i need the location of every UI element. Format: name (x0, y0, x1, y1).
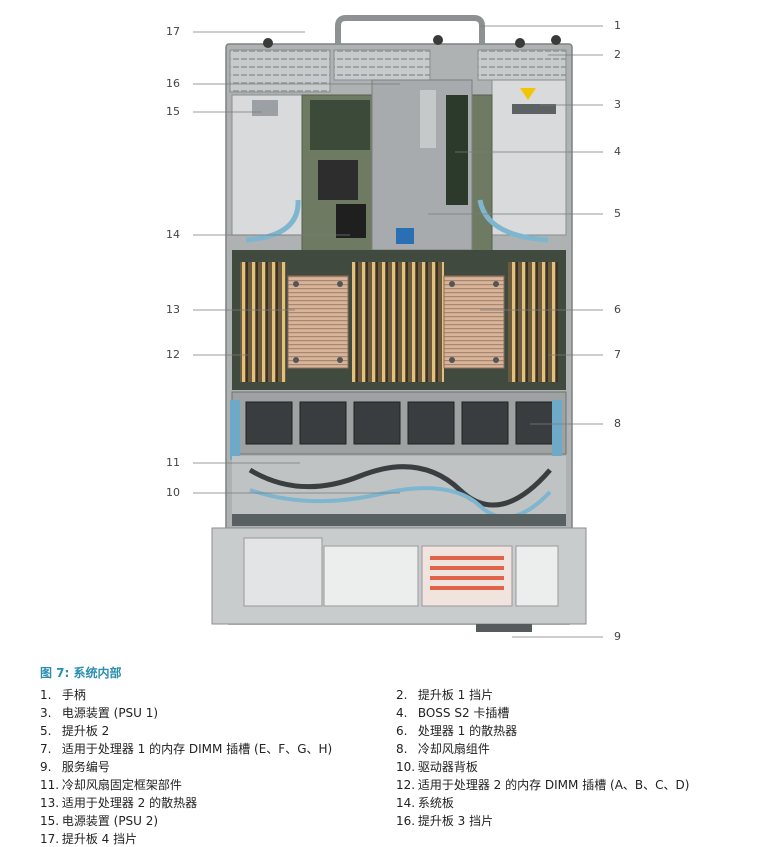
callout-3: 3 (614, 98, 621, 111)
callout-15: 15 (166, 105, 180, 118)
callout-12: 12 (166, 348, 180, 361)
callout-11: 11 (166, 456, 180, 469)
callout-16: 16 (166, 77, 180, 90)
legend-item-10: 10. 驱动器背板 (396, 760, 478, 774)
callout-5: 5 (614, 207, 621, 220)
legend-item-8: 8. 冷却风扇组件 (396, 742, 490, 756)
legend-item-7: 7. 适用于处理器 1 的内存 DIMM 插槽 (E、F、G、H) (40, 742, 333, 756)
figure-caption: 图 7: 系统内部 (40, 666, 122, 680)
fan-2 (299, 401, 347, 445)
callout-8: 8 (614, 417, 621, 430)
legend-item-1: 1. 手柄 (40, 688, 86, 702)
fan-4 (407, 401, 455, 445)
legend-item-9: 9. 服务编号 (40, 760, 110, 774)
callout-6: 6 (614, 303, 621, 316)
boss-s2-slot (446, 95, 468, 205)
fan-1 (245, 401, 293, 445)
riser-4-blank (229, 49, 331, 93)
fan-6 (515, 401, 559, 445)
service-tag (476, 624, 532, 632)
fan-5 (461, 401, 509, 445)
dimm-bank-ab (240, 262, 286, 382)
drive-backplane (232, 514, 566, 526)
heatsink-processor-2 (287, 275, 349, 369)
callout-2: 2 (614, 48, 621, 61)
fan-3 (353, 401, 401, 445)
legend-item-5: 5. 提升板 2 (40, 724, 110, 738)
dimm-bank-cd-ef (352, 262, 444, 382)
legend-item-6: 6. 处理器 1 的散热器 (396, 724, 518, 738)
callout-1: 1 (614, 19, 621, 32)
callout-10: 10 (166, 486, 180, 499)
riser-3-blank (333, 49, 431, 81)
callout-13: 13 (166, 303, 180, 316)
legend-item-4: 4. BOSS S2 卡插槽 (396, 706, 510, 720)
legend-item-17: 17. 提升板 4 挡片 (40, 832, 138, 846)
handle (335, 15, 485, 44)
callout-17: 17 (166, 25, 180, 38)
legend-item-13: 13. 适用于处理器 2 的散热器 (40, 796, 198, 810)
psu-2 (231, 94, 303, 236)
legend-item-16: 16. 提升板 3 挡片 (396, 814, 494, 828)
callout-4: 4 (614, 145, 621, 158)
callout-7: 7 (614, 348, 621, 361)
heatsink-processor-1 (443, 275, 505, 369)
callout-14: 14 (166, 228, 180, 241)
legend-item-15: 15. 电源装置 (PSU 2) (40, 814, 159, 828)
dimm-bank-gh (508, 262, 558, 382)
callout-9: 9 (614, 630, 621, 643)
legend-item-3: 3. 电源装置 (PSU 1) (40, 706, 159, 720)
legend-item-2: 2. 提升板 1 挡片 (396, 688, 494, 702)
legend-item-11: 11. 冷却风扇固定框架部件 (40, 778, 182, 792)
server-interior-illustration (193, 15, 603, 638)
legend-item-12: 12. 适用于处理器 2 的内存 DIMM 插槽 (A、B、C、D) (396, 778, 690, 792)
psu-1 (491, 79, 567, 236)
riser-1-blank (477, 49, 567, 81)
legend-item-14: 14. 系统板 (396, 796, 454, 810)
